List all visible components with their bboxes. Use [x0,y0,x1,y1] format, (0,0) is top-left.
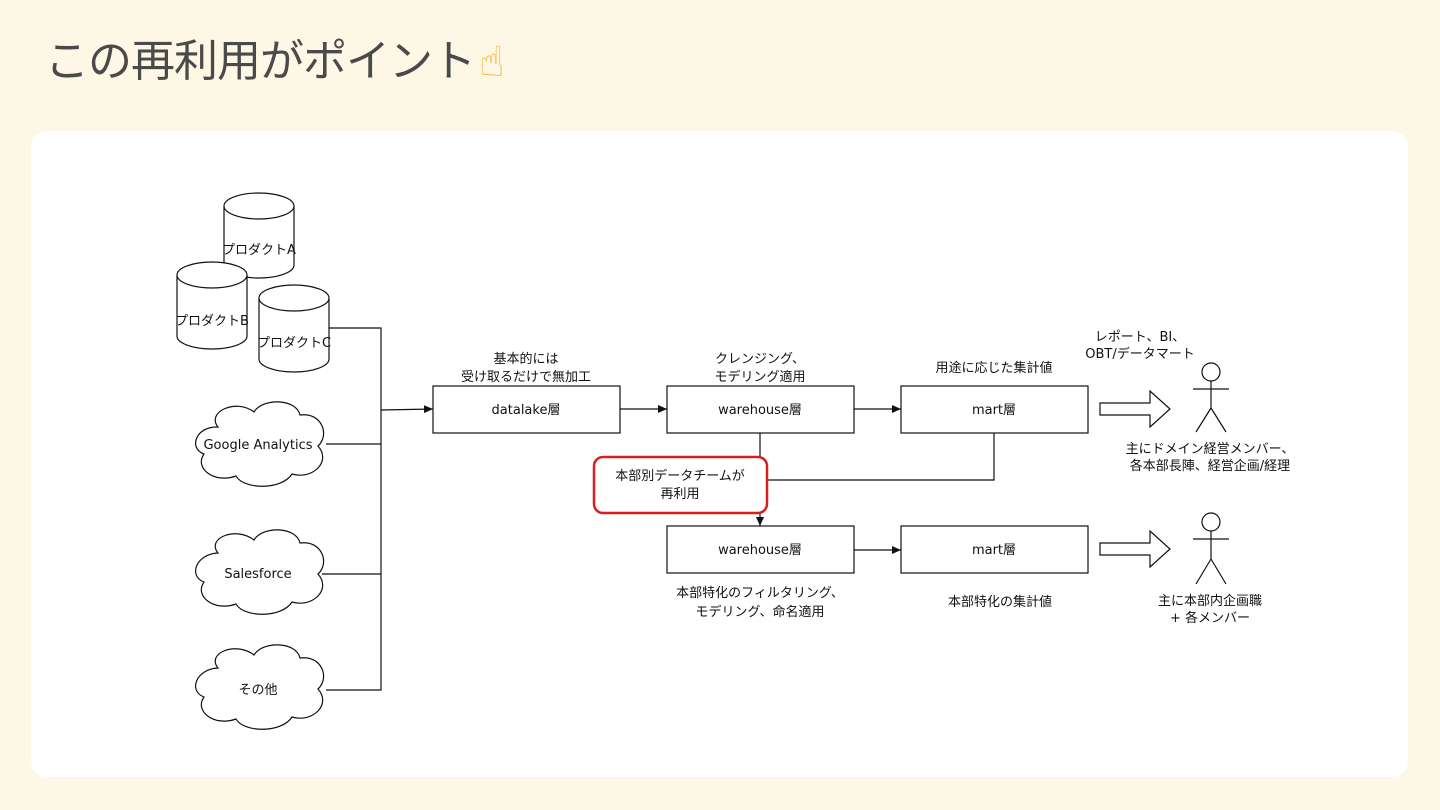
warehouse-layer-box [666,385,855,434]
other-label: その他 [238,683,277,698]
reuse-highlight-box [592,455,769,515]
connector-bus [326,327,382,691]
dept-mart-layer-box [900,525,1089,574]
arrow-to-datalake [380,405,434,414]
dept-mart-note-line-1: 本部特化の集計値 [948,594,1052,610]
warehouse-note-line-1: クレンジング、 [715,352,805,367]
dept-mart-layer-label: mart層 [972,543,1016,558]
warehouse-layer-label: warehouse層 [718,403,802,418]
datalake-layer-box [432,385,621,434]
product-a-database-icon: プロダクトA [222,192,296,279]
architecture-diagram: プロダクトA プロダクトB プロダクトC Google Analytics Sa… [175,192,1295,730]
mart-layer-label: mart層 [972,403,1016,418]
dept-warehouse-layer-box [666,525,855,574]
diagram-card: プロダクトA プロダクトB プロダクトC Google Analytics Sa… [31,131,1408,777]
product-c-database-icon: プロダクトC [257,284,331,373]
product-c-label: プロダクトC [257,336,331,351]
dept-warehouse-note-line-1: 本部特化のフィルタリング、 [676,586,844,601]
datalake-layer-label: datalake層 [492,403,561,418]
outputs-top-line-2: OBT/データマート [1085,346,1194,362]
google-analytics-cloud-icon: Google Analytics [195,401,324,487]
product-b-label: プロダクトB [175,314,249,329]
warehouse-note-line-2: モデリング適用 [714,369,805,385]
users-top-line-2: 各本部長陣、経営企画/経理 [1130,458,1290,474]
google-analytics-label: Google Analytics [203,438,312,453]
user-bottom-person-icon [1193,512,1229,585]
connector-mart-reuse [760,433,995,481]
reuse-highlight-line-2: 再利用 [660,487,699,502]
product-a-label: プロダクトA [222,243,296,258]
mart-layer-box [900,385,1089,434]
bottom-output-arrow-icon [1099,529,1171,569]
salesforce-cloud-icon: Salesforce [195,529,324,615]
datalake-note-line-2: 受け取るだけで無加工 [461,370,591,385]
top-output-arrow-icon [1099,389,1171,429]
page-title-text: この再利用がポイント [45,36,476,87]
product-b-database-icon: プロダクトB [175,261,249,350]
reuse-highlight-line-1: 本部別データチームが [615,468,745,484]
dept-warehouse-layer-label: warehouse層 [718,543,802,558]
users-top-line-1: 主にドメイン経営メンバー、 [1126,442,1295,457]
users-bottom-line-2: + 各メンバー [1170,610,1250,626]
users-bottom-line-1: 主に本部内企画職 [1158,593,1262,609]
datalake-note-line-1: 基本的には [493,351,558,367]
pointing-up-icon: ☝ [479,37,505,86]
salesforce-label: Salesforce [224,567,291,582]
dept-warehouse-note-line-2: モデリング、命名適用 [695,604,824,620]
page-title: この再利用がポイント☝ [45,30,505,94]
user-top-person-icon [1193,362,1229,433]
mart-note-line-1: 用途に応じた集計値 [935,360,1052,376]
outputs-top-line-1: レポート、BI、 [1095,330,1186,345]
other-cloud-icon: その他 [195,644,324,730]
source-connectors [322,327,434,691]
